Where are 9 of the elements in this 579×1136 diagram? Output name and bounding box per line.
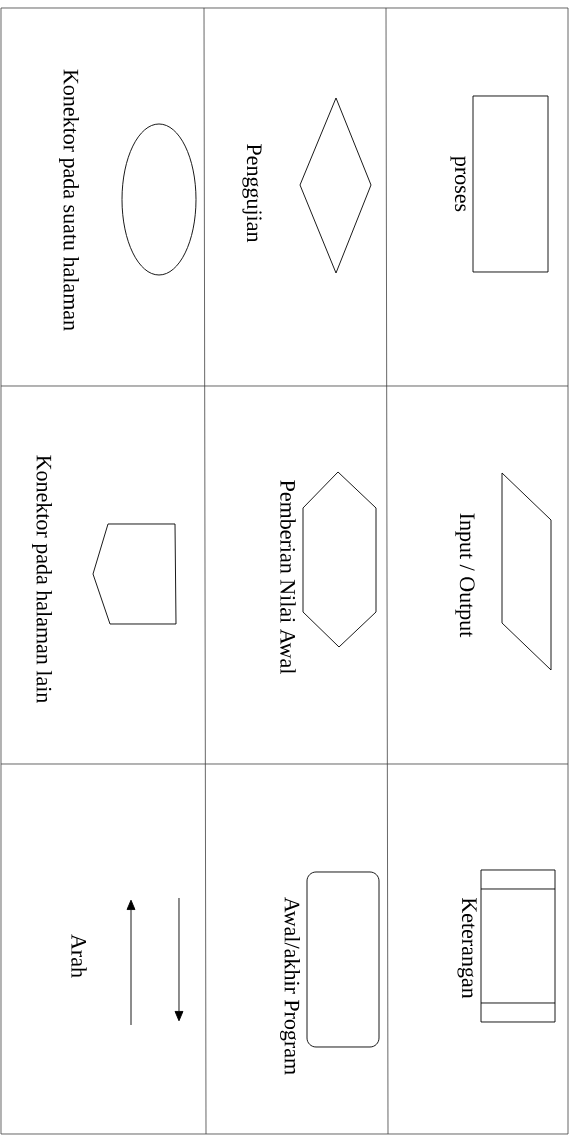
symbol-label: Konektor pada halaman lain (32, 455, 52, 703)
symbol-label: proses (450, 156, 466, 212)
symbol-label: Konektor pada suatu halaman (59, 69, 79, 331)
symbol-label: Penggujian (242, 144, 262, 243)
symbol-label: Input / Output (455, 513, 475, 638)
symbol-label: Keterangan (457, 897, 477, 999)
symbol-label: Arah (71, 934, 87, 978)
symbol-label: Awal/akhir Program (280, 897, 300, 1075)
symbol-label: Pemberian Nilai Awal (280, 480, 296, 674)
